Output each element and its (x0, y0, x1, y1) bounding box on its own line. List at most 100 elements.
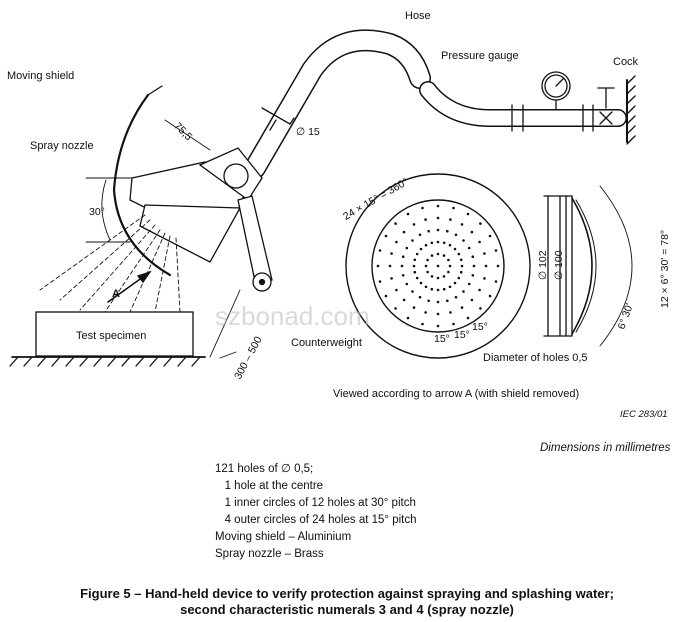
nozzle-hole (376, 264, 380, 268)
dim-d102: ∅ 102 (537, 250, 549, 280)
nozzle-hole (452, 206, 455, 210)
nozzle-hole (442, 254, 446, 257)
nozzle-hole (484, 264, 488, 268)
nozzle-hole (394, 307, 397, 310)
spray-nozzle-label: Spray nozzle (30, 140, 94, 152)
nozzle-hole (478, 288, 481, 292)
nozzle-hole (462, 290, 465, 293)
nozzle-hole (488, 294, 492, 298)
nozzle-hole (401, 255, 405, 258)
nozzle-hole (413, 258, 417, 262)
nozzle-hole (436, 288, 440, 292)
nozzle-hole (470, 298, 474, 302)
nozzle-hole (424, 285, 428, 289)
nozzle-hole (419, 247, 423, 251)
nozzle-hole (496, 264, 500, 268)
nozzle-hole (470, 230, 474, 234)
nozzle-hole (454, 233, 458, 237)
nozzle-hole (457, 276, 461, 280)
nozzle-hole (447, 258, 450, 262)
note-line: 1 hole at the centre (215, 480, 324, 492)
nozzle-hole (405, 246, 409, 250)
dim-75-5 (164, 119, 211, 151)
dim-300-500-label: 300 – 500 (232, 334, 265, 381)
nozzle-hole (453, 281, 457, 285)
note-line: 1 inner circles of 12 holes at 30° pitch (215, 497, 416, 509)
nozzle-hole (390, 252, 393, 255)
diameter-holes-label: Diameter of holes 0,5 (483, 352, 588, 364)
nozzle-hole (402, 230, 406, 234)
caption-line-1: Figure 5 – Hand-held device to verify pr… (80, 586, 614, 601)
nozzle-hole (401, 274, 405, 277)
nozzle-hole (460, 264, 464, 268)
nozzle-hole (446, 299, 449, 303)
nozzle-hole (479, 307, 482, 310)
nozzle-hole (436, 264, 440, 268)
cock (597, 87, 615, 125)
nozzle-hole (460, 306, 464, 309)
nozzle-hole (413, 270, 417, 274)
test-specimen-label: Test specimen (76, 330, 146, 342)
nozzle-hole (424, 243, 428, 247)
nozzle-hole (411, 290, 414, 293)
nozzle-hole (466, 212, 470, 216)
nozzle-hole (436, 216, 440, 220)
nozzle-hole (454, 295, 458, 299)
nozzle-hole (430, 254, 434, 257)
nozzle-hole (419, 281, 423, 285)
cock-label: Cock (613, 56, 639, 68)
pressure-gauge-label: Pressure gauge (441, 50, 519, 62)
nozzle-hole (418, 295, 422, 299)
nozzle-hole (459, 258, 463, 262)
nozzle-hole (415, 276, 419, 280)
nozzle-hole (488, 234, 492, 238)
nozzle-hole (378, 249, 382, 252)
nozzle-hole (483, 252, 486, 255)
nozzle-hole (411, 239, 414, 242)
dim-12x6-label: 12 × 6° 30' = 78° (659, 230, 671, 308)
nozzle-hole (424, 218, 427, 221)
nozzle-face (345, 173, 531, 359)
nozzle-hole (478, 240, 481, 244)
dim-15-c: 15° (472, 321, 488, 333)
nozzle-hole (449, 311, 452, 314)
nozzle-hole (442, 287, 446, 291)
nozzle-hole (436, 240, 440, 244)
iec-reference: IEC 283/01 (620, 409, 668, 420)
nozzle-hole (390, 277, 393, 280)
hole-notes: 121 holes of ∅ 0,5; 1 hole at the centre… (215, 461, 417, 563)
dim-6-30-label: 6° 30' (616, 302, 636, 331)
nozzle-hole (406, 212, 410, 216)
dim-30-label: 30° (89, 206, 105, 218)
nozzle-hole (426, 270, 429, 274)
nozzle-hole (412, 264, 416, 268)
nozzle-hole (460, 223, 464, 226)
wall (626, 75, 636, 145)
nozzle-hole (421, 206, 424, 210)
nozzle-hole (436, 324, 440, 328)
nozzle-hole (426, 258, 429, 262)
figure-caption: Figure 5 – Hand-held device to verify pr… (0, 586, 694, 618)
note-line: Moving shield – Aluminium (215, 531, 352, 543)
dim-15-b: 15° (454, 329, 470, 341)
nozzle-hole (415, 252, 419, 256)
nozzle-hole (418, 233, 422, 237)
dim-30-deg (85, 177, 133, 243)
counterweight-label: Counterweight (291, 337, 362, 349)
nozzle-hole (471, 274, 475, 277)
nozzle-hole (442, 275, 446, 278)
note-line: 4 outer circles of 24 holes at 15° pitch (215, 514, 417, 526)
nozzle-hole (421, 322, 424, 326)
nozzle-hole (388, 264, 392, 268)
nozzle-hole (424, 311, 427, 314)
pipe (419, 81, 627, 132)
arrow-a-label: A (112, 288, 120, 300)
nozzle-hole (449, 218, 452, 221)
nozzle-hole (412, 306, 416, 309)
nozzle-hole (462, 239, 465, 242)
nozzle-hole (494, 280, 498, 283)
nozzle-hole (457, 252, 461, 256)
nozzle-hole (448, 243, 452, 247)
test-specimen (9, 311, 206, 367)
nozzle-hole (448, 264, 452, 268)
